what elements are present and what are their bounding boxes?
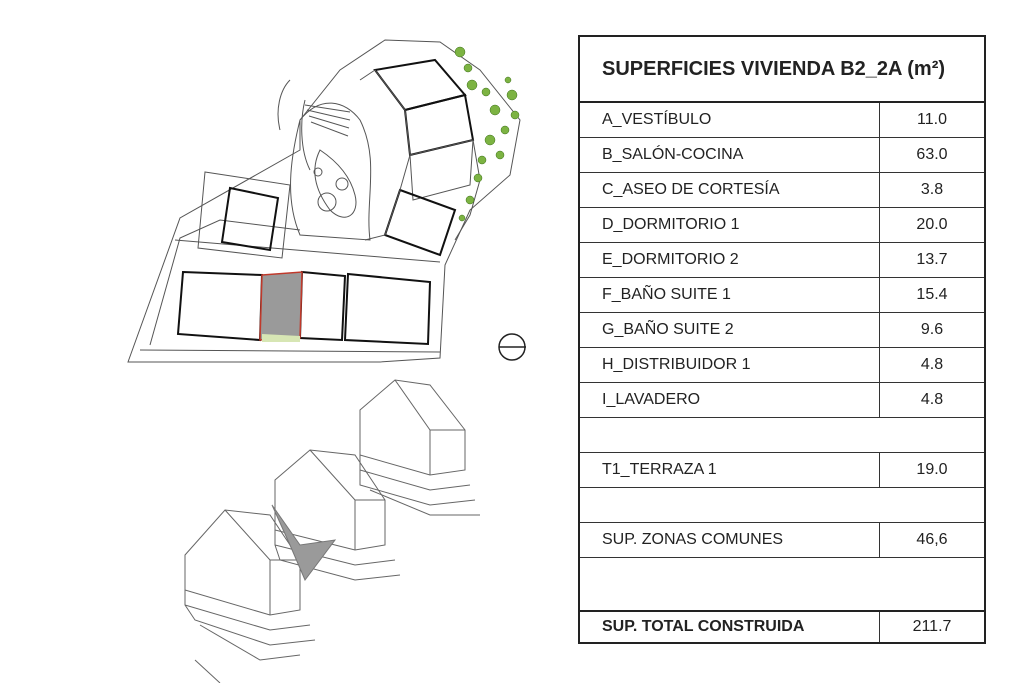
room-area: 63.0 [879, 137, 986, 173]
table-row: H_DISTRIBUIDOR 1 4.8 [578, 347, 986, 383]
table-row: A_VESTÍBULO 11.0 [578, 101, 986, 138]
axonometric-view [184, 379, 480, 683]
table-title: SUPERFICIES VIVIENDA B2_2A (m²) [578, 35, 986, 103]
room-area: 3.8 [879, 172, 986, 208]
table-row: D_DORMITORIO 1 20.0 [578, 207, 986, 243]
room-label: B_SALÓN-COCINA [578, 137, 880, 173]
site-plan-drawing [127, 39, 526, 683]
table-row: E_DORMITORIO 2 13.7 [578, 242, 986, 278]
empty-cell [578, 487, 986, 523]
room-label: A_VESTÍBULO [578, 101, 880, 138]
areas-table: SUPERFICIES VIVIENDA B2_2A (m²) A_VESTÍB… [578, 35, 986, 644]
total-value: 211.7 [879, 610, 986, 644]
empty-cell [578, 557, 986, 612]
table-row: F_BAÑO SUITE 1 15.4 [578, 277, 986, 313]
highlighted-unit-b2-2a [259, 271, 303, 341]
room-area: 4.8 [879, 382, 986, 418]
room-area: 15.4 [879, 277, 986, 313]
room-area: 4.8 [879, 347, 986, 383]
room-area: 9.6 [879, 312, 986, 348]
table-row: C_ASEO DE CORTESÍA 3.8 [578, 172, 986, 208]
room-label: D_DORMITORIO 1 [578, 207, 880, 243]
table-row: SUP. ZONAS COMUNES 46,6 [578, 522, 986, 558]
room-label: I_LAVADERO [578, 382, 880, 418]
table-row: I_LAVADERO 4.8 [578, 382, 986, 418]
room-area: 20.0 [879, 207, 986, 243]
table-spacer-row [578, 487, 986, 523]
lower-buildings [176, 270, 432, 346]
terrace-label: T1_TERRAZA 1 [578, 452, 880, 488]
room-label: G_BAÑO SUITE 2 [578, 312, 880, 348]
common-areas-label: SUP. ZONAS COMUNES [578, 522, 880, 558]
table-total-row: SUP. TOTAL CONSTRUIDA 211.7 [578, 610, 986, 644]
room-label: C_ASEO DE CORTESÍA [578, 172, 880, 208]
room-label: F_BAÑO SUITE 1 [578, 277, 880, 313]
room-label: E_DORMITORIO 2 [578, 242, 880, 278]
table-spacer-row [578, 417, 986, 453]
table-row: B_SALÓN-COCINA 63.0 [578, 137, 986, 173]
room-area: 11.0 [879, 101, 986, 138]
vegetation [454, 46, 520, 222]
table-spacer-row [578, 557, 986, 612]
table-row: G_BAÑO SUITE 2 9.6 [578, 312, 986, 348]
room-label: H_DISTRIBUIDOR 1 [578, 347, 880, 383]
room-area: 13.7 [879, 242, 986, 278]
total-label: SUP. TOTAL CONSTRUIDA [578, 610, 880, 644]
empty-cell [578, 417, 986, 453]
common-areas-value: 46,6 [879, 522, 986, 558]
site-boundary [127, 39, 521, 363]
table-row: T1_TERRAZA 1 19.0 [578, 452, 986, 488]
garden-courtyard [290, 102, 372, 241]
left-upper-block [220, 186, 280, 252]
north-arrow-icon [498, 333, 526, 361]
terrace-area: 19.0 [879, 452, 986, 488]
